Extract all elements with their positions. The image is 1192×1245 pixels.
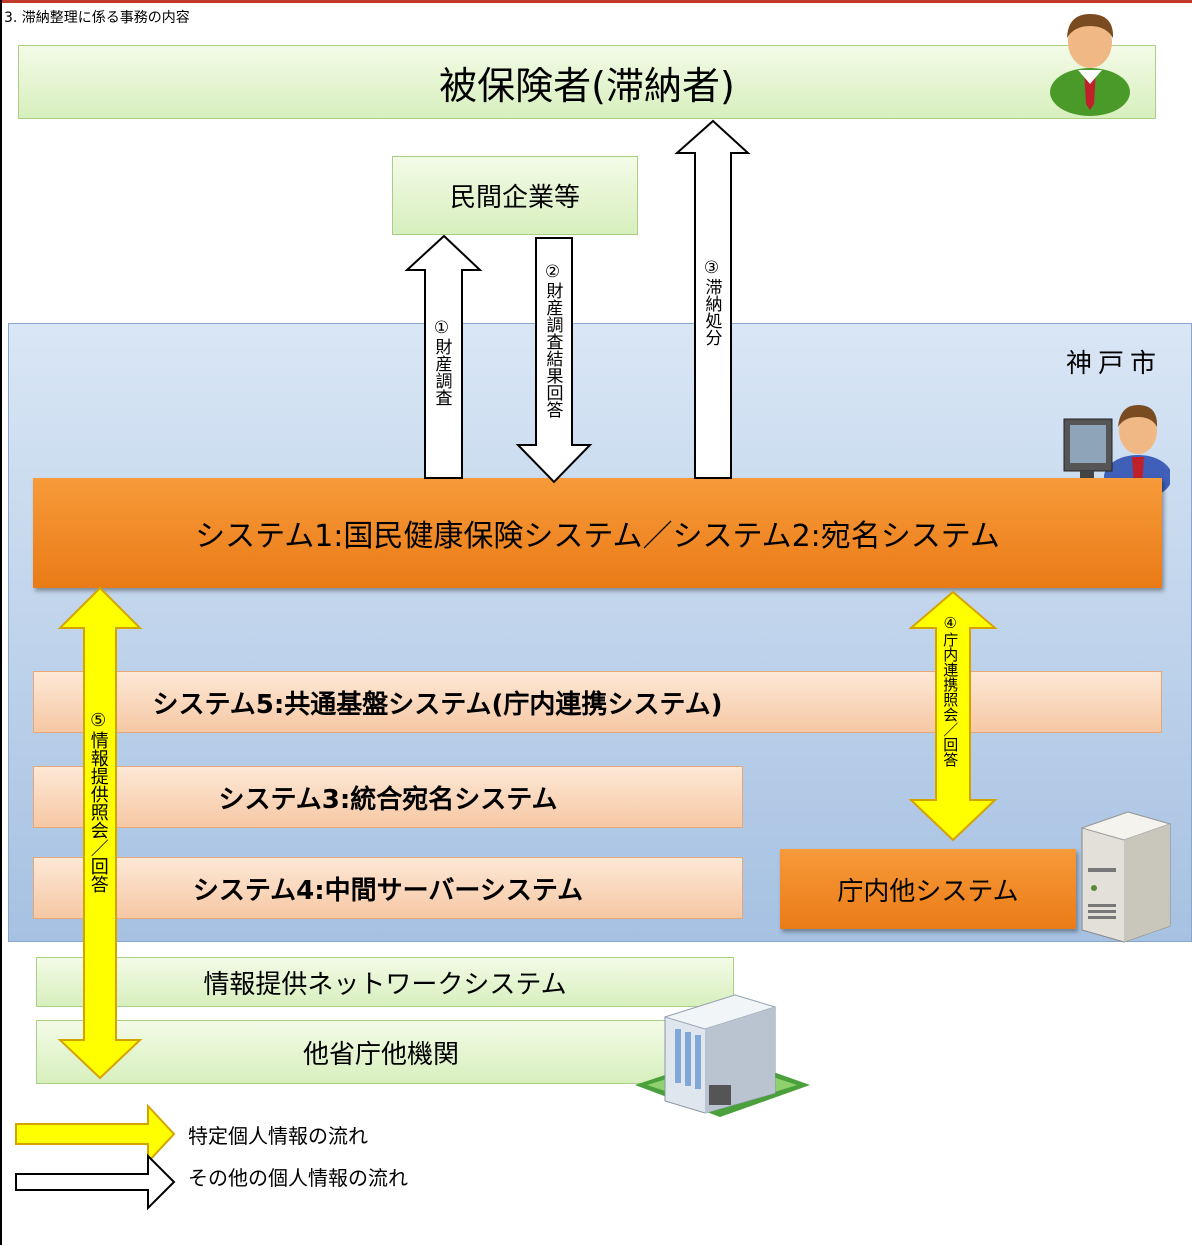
flow-label-4: ④庁内連携照会／回答 xyxy=(941,614,960,767)
system5-label: システム5:共通基盤システム(庁内連携システム) xyxy=(152,689,723,720)
other-agencies-box: 他省庁他機関 xyxy=(36,1020,726,1084)
flow-arrow-3 xyxy=(674,119,751,479)
insured-label: 被保険者(滞納者) xyxy=(439,63,735,108)
kobe-city-label: 神戸市 xyxy=(1066,349,1163,379)
info-network-system-box: 情報提供ネットワークシステム xyxy=(36,957,734,1007)
system4-label: システム4:中間サーバーシステム xyxy=(192,875,584,906)
section-title: 3. 滞納整理に係る事務の内容 xyxy=(4,10,190,26)
info-network-system-label: 情報提供ネットワークシステム xyxy=(203,969,567,1000)
system1-label: システム1:国民健康保険システム／システム2:宛名システム xyxy=(195,519,1000,554)
legend-white-arrow xyxy=(15,1153,176,1211)
top-border xyxy=(0,0,1192,3)
flow-arrow-2 xyxy=(515,237,593,484)
insured-box: 被保険者(滞納者) xyxy=(18,45,1156,119)
system1-box: システム1:国民健康保険システム／システム2:宛名システム xyxy=(33,478,1162,588)
flow-label-3: ③滞納処分 xyxy=(701,258,722,346)
flow-arrow-4 xyxy=(908,590,998,842)
server-icon xyxy=(1080,811,1172,943)
system5-box: システム5:共通基盤システム(庁内連携システム) xyxy=(33,671,1162,733)
flow-label-1: ①財産調査 xyxy=(431,318,452,406)
other-internal-systems-box: 庁内他システム xyxy=(780,849,1076,929)
person-icon xyxy=(1050,14,1130,116)
system4-box: システム4:中間サーバーシステム xyxy=(33,857,743,919)
flow-arrow-1 xyxy=(404,234,483,479)
system3-label: システム3:統合宛名システム xyxy=(218,784,558,815)
legend-yellow-arrow xyxy=(15,1103,176,1165)
left-border xyxy=(0,0,2,1245)
kobe-city-area xyxy=(8,323,1192,942)
other-agencies-label: 他省庁他機関 xyxy=(302,1039,459,1070)
legend-other-label: その他の個人情報の流れ xyxy=(188,1166,408,1190)
other-internal-systems-label: 庁内他システム xyxy=(837,876,1019,907)
private-companies-label: 民間企業等 xyxy=(449,183,580,213)
flow-arrow-5 xyxy=(57,586,143,1080)
legend-specific-label: 特定個人情報の流れ xyxy=(188,1124,368,1148)
flow-label-5: ⑤情報提供照会／回答 xyxy=(87,710,109,893)
building-icon xyxy=(635,994,810,1117)
private-companies-box: 民間企業等 xyxy=(392,156,638,235)
flow-label-2: ②財産調査結果回答 xyxy=(542,262,563,418)
system3-box: システム3:統合宛名システム xyxy=(33,766,743,828)
